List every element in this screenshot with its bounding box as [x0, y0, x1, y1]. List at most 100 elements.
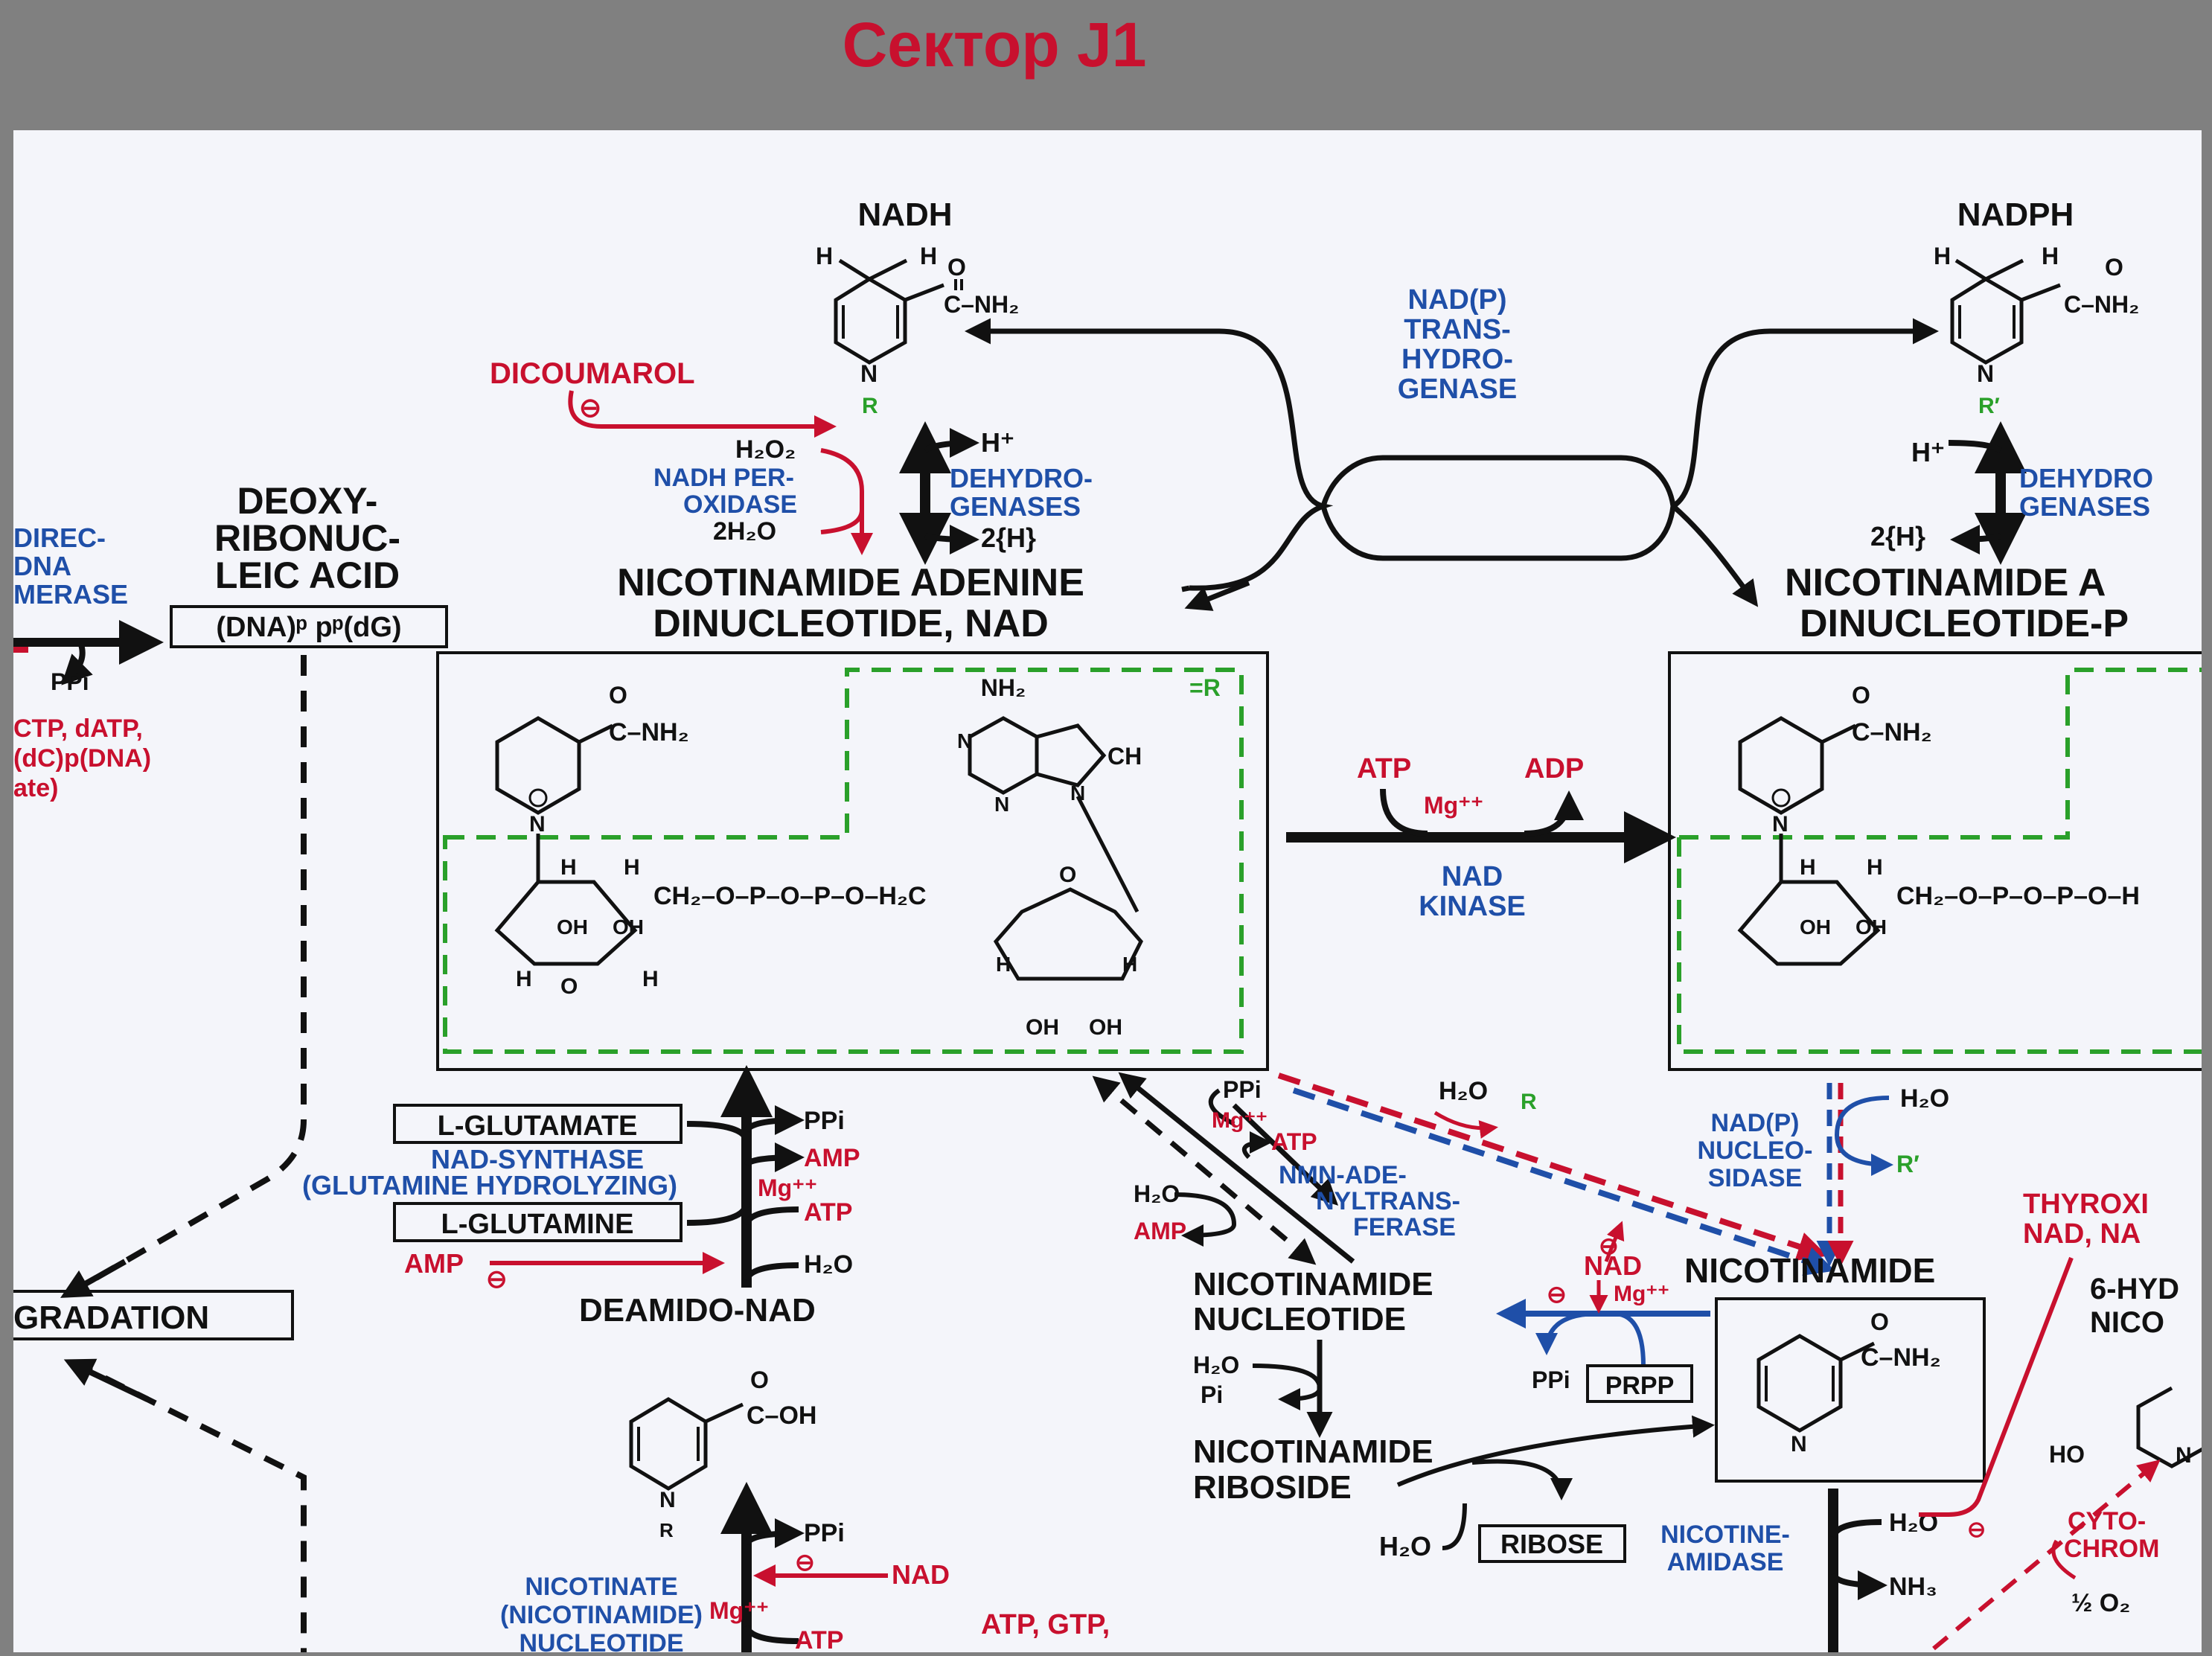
dna-formula-box [170, 605, 448, 648]
nadp-title-2: DINUCLEOTIDE-P [1800, 602, 2129, 645]
thyroxin-inhibit-sign: ⊖ [1967, 1518, 1986, 1542]
pathway-diagram-svg: DIREC- DNA MERASE PPi CTP, dATP, (dC)p(D… [13, 196, 2202, 1652]
ribose-label: RIBOSE [1500, 1529, 1603, 1559]
amp-inhibitor-label: AMP [404, 1248, 464, 1279]
prpp-mg: Mg⁺⁺ [1614, 1282, 1669, 1306]
adenylyl-atp: ATP [795, 1626, 843, 1652]
dna-formula: (DNA)ᵖ pᵖ(dG) [216, 612, 401, 643]
adenylyl-nad-inhibitor: NAD [892, 1559, 950, 1590]
synthase-amp: AMP [804, 1144, 860, 1172]
degradation-arrow-head [63, 1358, 149, 1402]
nicotinamidase-label-1: NICOTINE- [1660, 1521, 1790, 1549]
nad-group: NICOTINAMIDE ADENINE DINUCLEOTIDE, NAD =… [436, 561, 1269, 1071]
nmn-amp: AMP [1134, 1218, 1186, 1244]
nad-ribose-1-o: O [560, 974, 578, 999]
peroxidase-arrow [820, 448, 873, 555]
nicotinate-o: O [750, 1366, 769, 1393]
nmn-enzyme-label-2: NYLTRANS- [1316, 1187, 1460, 1215]
nadph-amide: C–NH₂ [2064, 291, 2139, 318]
degradation-label: GRADATION [13, 1299, 209, 1336]
nmn-mg: Mg⁺⁺ [1212, 1108, 1268, 1133]
nad-ribose-1-oh2: OH [613, 915, 644, 939]
dicoumarol-inhibit-sign: ⊖ [579, 392, 601, 423]
nadp-amide-o: O [1852, 682, 1870, 709]
nad-r-label: =R [1189, 674, 1221, 701]
riboside-label-1: NICOTINAMIDE [1193, 1433, 1433, 1470]
glutamate-label: L-GLUTAMATE [438, 1110, 638, 1142]
nucleotide-label-2: (dC)p(DNA) [13, 744, 151, 773]
nad-glycohydrolase-red-dashed-arrow [1277, 1072, 1828, 1262]
nucleosidase-r: R′ [1896, 1151, 1919, 1177]
nad-na-label: NAD, NA [2023, 1218, 2141, 1250]
nicotinamide-amide: C–NH₂ [1861, 1343, 1941, 1372]
nadp-ribose-h2: H [1867, 855, 1883, 880]
dna-title-2: RIBONUC- [214, 517, 400, 559]
nadph-h-1: H [1934, 243, 1951, 269]
peroxidase-label-1: NADH PER- [653, 464, 794, 492]
nicotinamide-r-top: R [1521, 1090, 1537, 1114]
water-label: 2H₂O [713, 517, 776, 546]
synthase-atp: ATP [804, 1198, 852, 1227]
transhydrogenase-to-nadp-arrow [1671, 504, 1759, 607]
nmn-dashed-arrow [1092, 1075, 1317, 1265]
dehydrogenases-label-2: GENASES [950, 491, 1081, 522]
nicotinamide-inhibit-sign: ⊖ [1547, 1281, 1567, 1308]
nicotinamide-h2o-top: H₂O [1439, 1077, 1488, 1105]
nicotinamidase-nh3: NH₃ [1889, 1573, 1937, 1601]
dna-degradation-dashed-path [71, 655, 307, 1294]
glutamine-label: L-GLUTAMINE [441, 1209, 634, 1240]
nicotinamide-n: N [1791, 1432, 1807, 1457]
transhydrogenase-label-1: NAD(P) [1408, 284, 1507, 316]
nadph-h-2: H [2042, 243, 2059, 269]
nicotinamide-nad-inhibitor: NAD [1584, 1250, 1642, 1281]
dna-degradation-arrow-head [60, 1259, 127, 1298]
cytochrome-label-2: CHROM [2064, 1535, 2159, 1563]
transhydrogenase-group: NAD(P) TRANS- HYDRO- GENASE [965, 284, 1939, 611]
nadh-amide: C–NH₂ [944, 291, 1019, 318]
nadh-n: N [860, 360, 878, 387]
adenylyl-label-2: (NICOTINAMIDE) [500, 1601, 703, 1629]
nucleosidase-label-2: NUCLEO- [1698, 1136, 1813, 1165]
nad-adenine-ring [968, 716, 1039, 795]
nad-ribose-2-h: H [996, 953, 1011, 976]
nad-title-2: DINUCLEOTIDE, NAD [653, 602, 1049, 645]
hydroxy-ho: HO [2049, 1441, 2085, 1468]
nicotinate-group: O C–OH N R PPi Mg⁺⁺ ATP NAD ⊖ NICOTINATE… [500, 1366, 1110, 1652]
adenylyl-mg: Mg⁺⁺ [709, 1597, 769, 1624]
polymerase-label-1: DIREC- [13, 522, 106, 553]
nmn-pi: Pi [1201, 1381, 1223, 1408]
transhydrogenase-label-4: GENASE [1398, 374, 1517, 405]
nicotinamidase-label-2: AMIDASE [1667, 1548, 1784, 1576]
nad-ribose-2 [993, 887, 1143, 981]
nadph-dehydro-1: DEHYDRO [2019, 463, 2153, 493]
nad-adenine-nh2: NH₂ [981, 674, 1026, 701]
nad-pyridinium-n: N [529, 812, 546, 837]
nad-structure-box [436, 651, 1269, 1071]
cytochrome-dashed-arrow [1932, 1460, 2161, 1651]
nadh-ring [834, 277, 907, 365]
nadp-ribose-h: H [1800, 855, 1816, 880]
synthase-mg: Mg⁺⁺ [758, 1174, 817, 1201]
nad-pyridinium-ring [495, 716, 581, 815]
nad-title-1: NICOTINAMIDE ADENINE [617, 561, 1084, 604]
nadph-group: NADPH H H O C–NH₂ N R′ H⁺ 2{H} DEHYDRO G… [1870, 196, 2153, 565]
nmn-ppi: PPi [1223, 1076, 1262, 1103]
kinase-adp: ADP [1524, 753, 1584, 784]
kinase-label-1: NAD [1442, 861, 1503, 892]
nmn-nucleotide-2: NUCLEOTIDE [1193, 1301, 1406, 1337]
nad-ribose-2-h2: H [1122, 953, 1137, 976]
right-edge-group: THYROXI NAD, NA ⊖ 6-HYD NICO HO N CYTO- … [1919, 1189, 2202, 1651]
nucleosidase-h2o: H₂O [1900, 1084, 1949, 1113]
nad-glycohydrolase-blue-dashed-arrow [1292, 1087, 1835, 1276]
riboside-h2o: H₂O [1379, 1531, 1431, 1561]
adenylyl-ppi: PPi [804, 1519, 845, 1547]
dna-group: DEOXY- RIBONUC- LEIC ACID (DNA)ᵖ pᵖ(dG) [60, 480, 448, 1298]
nicotinamide-group: H₂O R H₂O R′ NAD(P) NUCLEO- SIDASE NICOT… [1277, 1072, 1986, 1652]
ppi-release-arrow [61, 641, 93, 685]
nadph-dehydro-2: GENASES [2019, 491, 2150, 522]
nadph-title: NADPH [1957, 196, 2074, 233]
ntp-label-1: ATP, GTP, [981, 1609, 1110, 1640]
nadh-r: R [862, 394, 878, 418]
nad-ribose-2-oh2: OH [1089, 1015, 1122, 1040]
nad-ribose-1-oh: OH [557, 915, 588, 939]
